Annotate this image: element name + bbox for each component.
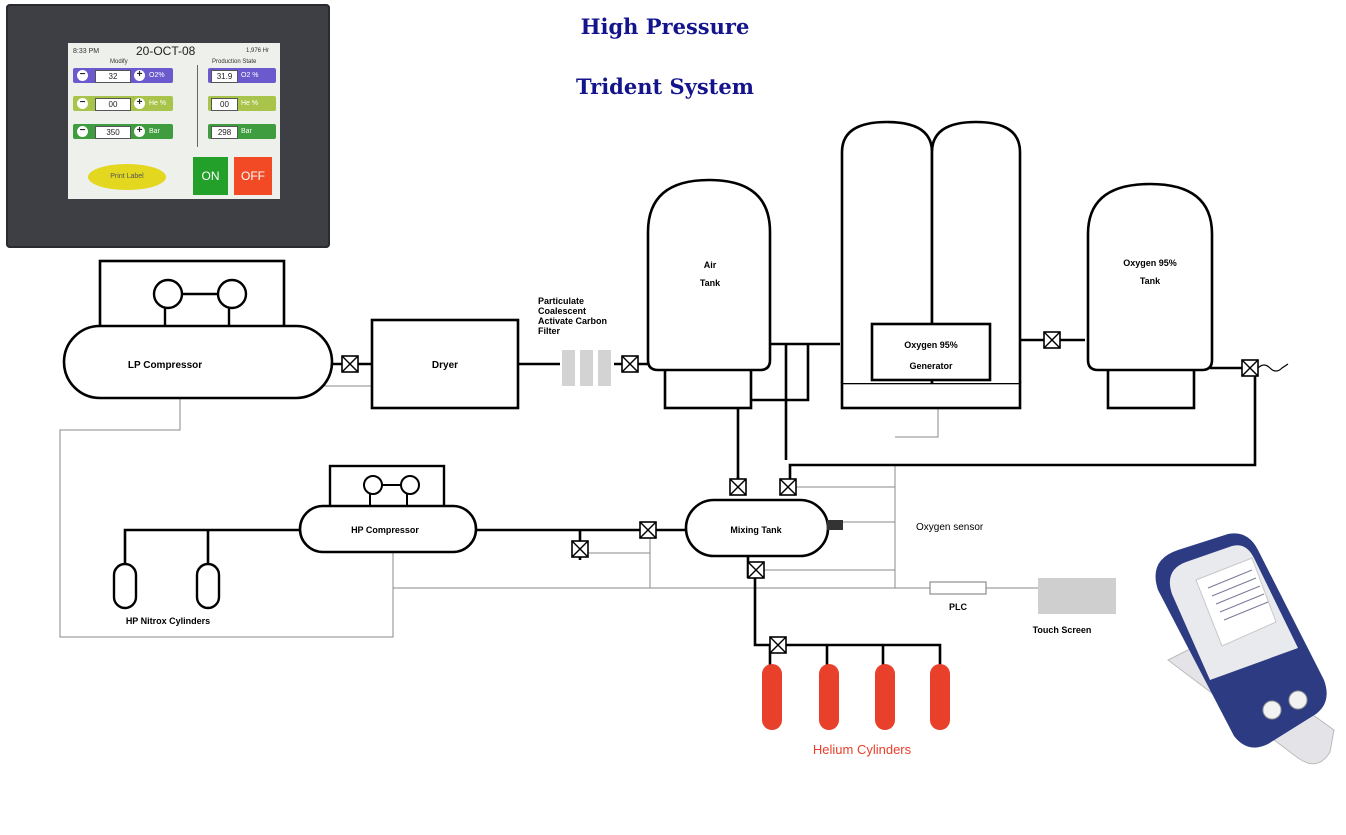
filter-label-4: Filter [538, 326, 561, 336]
touch-screen-label: Touch Screen [1033, 625, 1092, 635]
valve-icon [341, 355, 359, 373]
plc-label: PLC [949, 602, 968, 612]
hmi-hours: 1,976 Hr [246, 48, 270, 54]
hmi-bar-actual-unit: Bar [241, 128, 252, 135]
hmi-o2-actual-value: 31.9 [211, 70, 238, 83]
on-button[interactable]: ON [193, 157, 228, 195]
mixing-tank-label: Mixing Tank [730, 525, 782, 535]
valve-icon [729, 478, 747, 496]
helium-label: Helium Cylinders [813, 742, 912, 757]
mixing-tank: Mixing Tank [684, 498, 843, 558]
title-line-2: Trident System [576, 74, 754, 99]
hp-nitrox-cylinders: HP Nitrox Cylinders [112, 562, 221, 626]
hmi-he-actual-value: 00 [211, 98, 238, 111]
hp-compressor-label: HP Compressor [351, 525, 419, 535]
oxygen-generator: Oxygen 95% Generator [840, 120, 1022, 410]
hmi-he-actual-unit: He % [241, 100, 259, 107]
filter-group: Particulate Coalescent Activate Carbon F… [538, 296, 611, 386]
helium-cylinders: Helium Cylinders [762, 664, 950, 757]
hmi-date: 20-OCT-08 [136, 44, 196, 58]
hmi-screen: 8:33 PM 20-OCT-08 1,976 Hr Modify Produc… [68, 43, 280, 199]
plus-icon[interactable]: + [134, 70, 145, 81]
valve-icon [1043, 331, 1061, 349]
minus-icon[interactable]: − [77, 70, 88, 81]
hmi-touch-panel: 8:33 PM 20-OCT-08 1,976 Hr Modify Produc… [6, 4, 330, 248]
valve-icon [747, 561, 765, 579]
dryer: Dryer [370, 318, 520, 410]
hmi-o2-actual-unit: O2 % [241, 72, 259, 79]
hmi-modify-label: Modify [110, 59, 128, 65]
air-tank: Air Tank [646, 178, 772, 410]
valve-icon [639, 521, 657, 539]
plc: PLC [929, 581, 987, 612]
hmi-bar-actual-value: 298 [211, 126, 238, 139]
air-tank-label-1: Air [704, 260, 717, 270]
hp-compressor: HP Compressor [298, 464, 478, 554]
control-wiring [59, 385, 1038, 638]
filter-label-2: Coalescent [538, 306, 586, 316]
off-button[interactable]: OFF [234, 157, 272, 195]
dryer-label: Dryer [432, 360, 458, 371]
label-printer-icon [1155, 533, 1335, 765]
hmi-time: 8:33 PM [73, 48, 100, 55]
hmi-o2-set-row[interactable]: − 32 + O2% [73, 68, 173, 83]
hmi-he-unit: He % [149, 100, 167, 107]
filter-label-1: Particulate [538, 296, 584, 306]
valve-icon [621, 355, 639, 373]
oxygen-sensor-label: Oxygen sensor [916, 522, 984, 533]
hmi-production-label: Production State [212, 59, 257, 65]
hmi-bar-set-value: 350 [95, 126, 131, 139]
valve-icon [571, 540, 589, 558]
valve-icon [769, 636, 787, 654]
touch-screen: Touch Screen [1033, 578, 1116, 635]
hmi-he-set-value: 00 [95, 98, 131, 111]
lp-compressor: LP Compressor [62, 259, 334, 400]
o2-tank-label-2: Tank [1140, 276, 1161, 286]
hmi-he-set-row[interactable]: − 00 + He % [73, 96, 173, 111]
valve-icon [1241, 359, 1259, 377]
title-line-1: High Pressure [580, 14, 750, 39]
hmi-bar-set-row[interactable]: − 350 + Bar [73, 124, 173, 139]
o2-tank-label-1: Oxygen 95% [1123, 258, 1177, 268]
hmi-o2-set-value: 32 [95, 70, 131, 83]
hmi-bar-unit: Bar [149, 128, 160, 135]
print-label-button[interactable]: Print Label [88, 164, 166, 190]
hmi-o2-actual: 31.9 O2 % [208, 68, 276, 83]
plus-icon[interactable]: + [134, 98, 145, 109]
minus-icon[interactable]: − [77, 126, 88, 137]
o2-generator-label-1: Oxygen 95% [904, 340, 958, 350]
hmi-bar-actual: 298 Bar [208, 124, 276, 139]
oxygen-tank: Oxygen 95% Tank [1086, 182, 1214, 410]
hp-nitrox-label: HP Nitrox Cylinders [126, 616, 210, 626]
hmi-divider [197, 65, 198, 147]
lp-compressor-label: LP Compressor [128, 360, 202, 371]
hmi-o2-unit: O2% [149, 72, 165, 79]
air-tank-label-2: Tank [700, 278, 721, 288]
valve-icon [779, 478, 797, 496]
hmi-he-actual: 00 He % [208, 96, 276, 111]
minus-icon[interactable]: − [77, 98, 88, 109]
vent-icon [1257, 363, 1289, 372]
filter-label-3: Activate Carbon [538, 316, 607, 326]
o2-generator-label-2: Generator [909, 361, 953, 371]
plus-icon[interactable]: + [134, 126, 145, 137]
